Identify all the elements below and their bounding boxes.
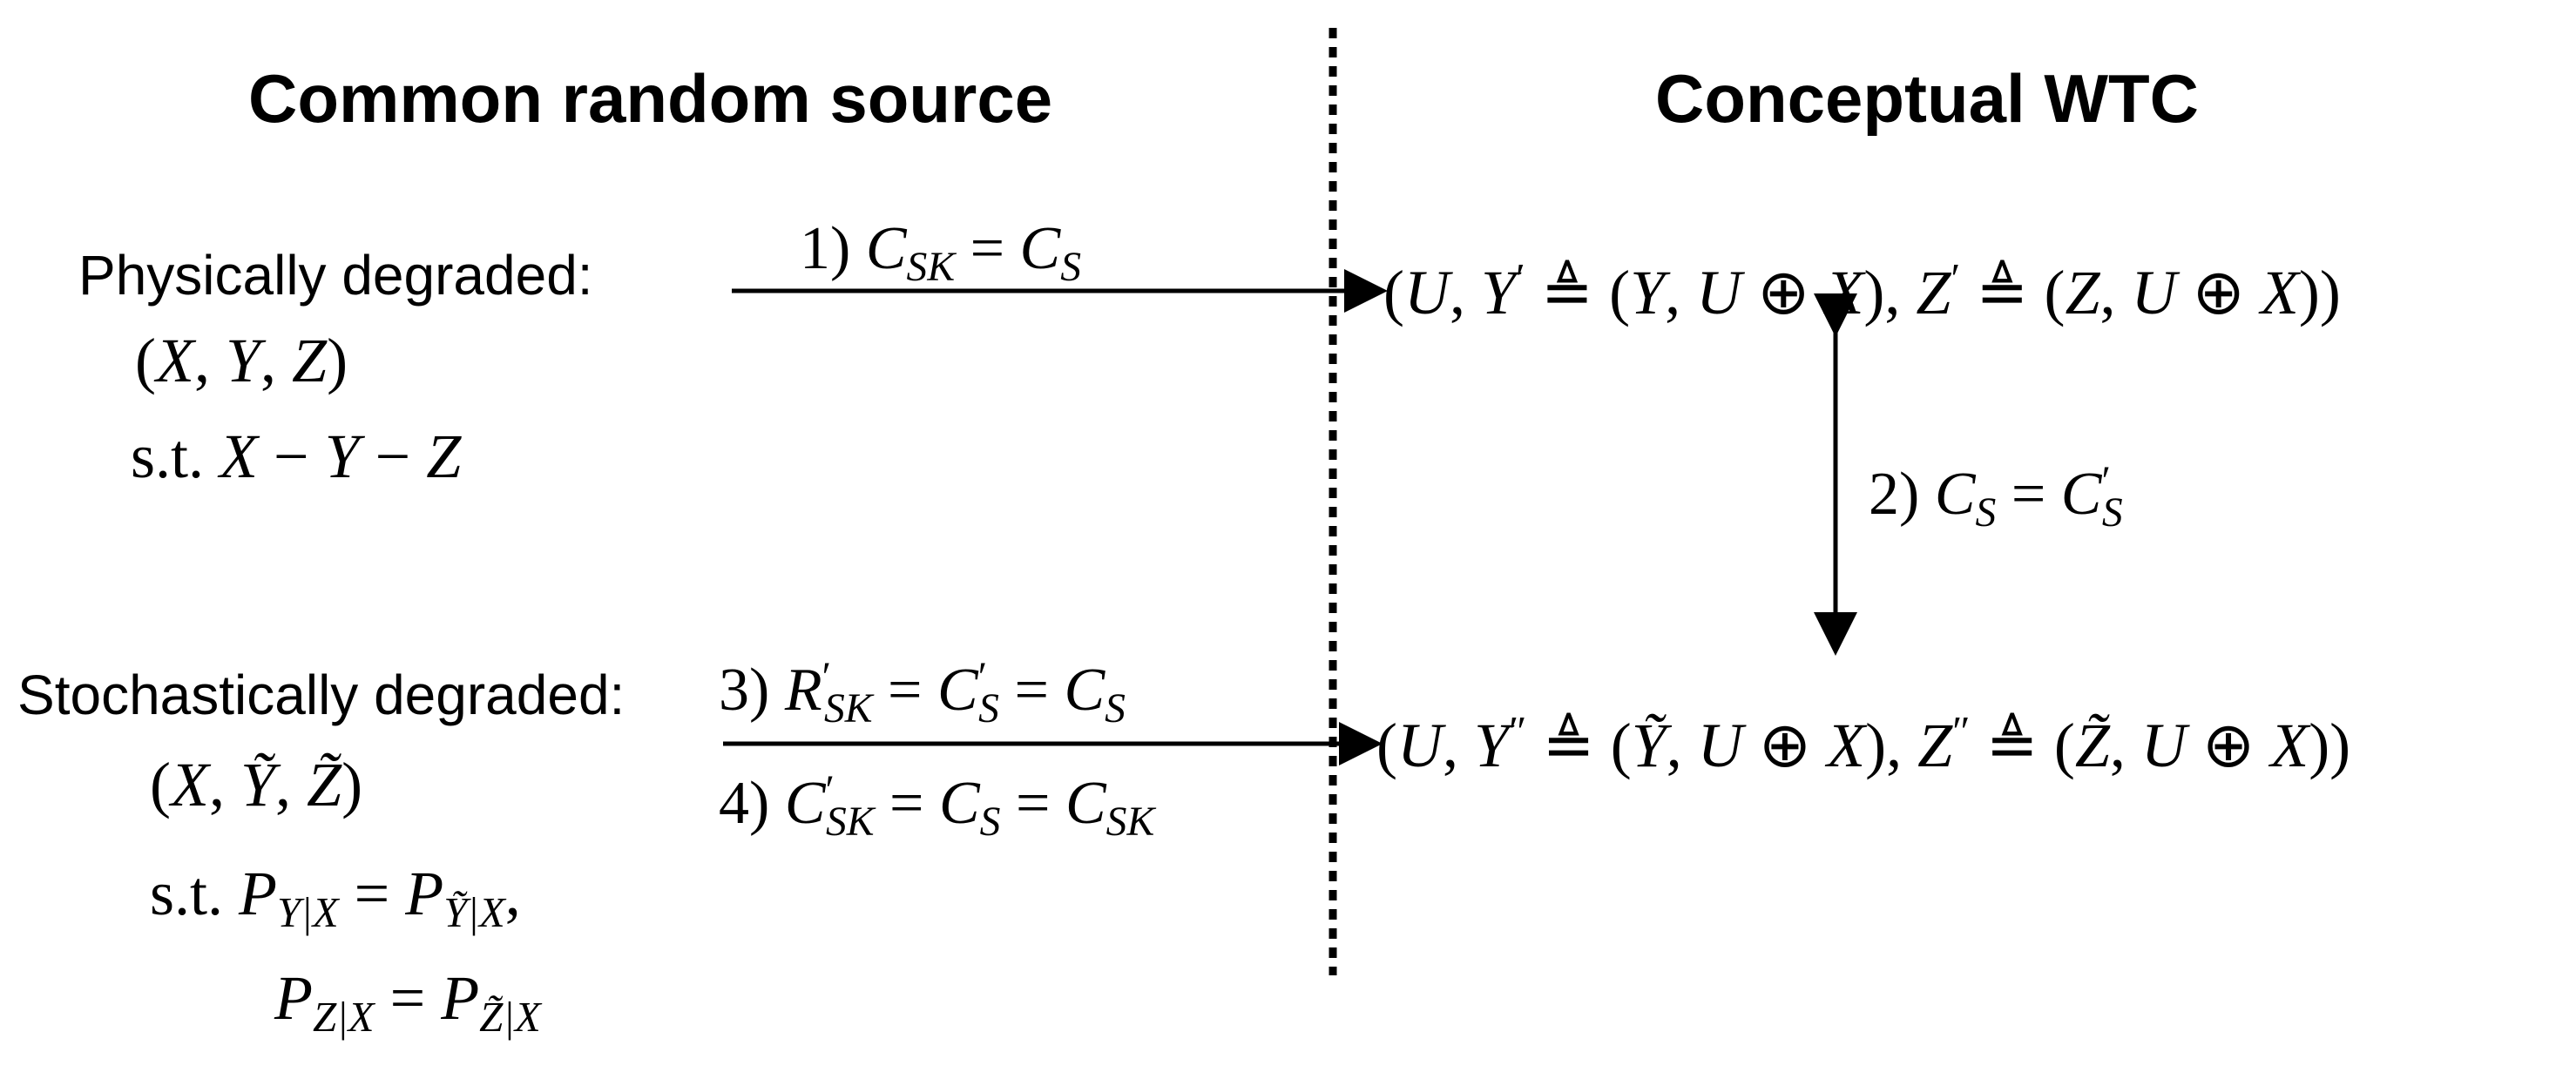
arrow-4-label: 4) C′SK = CS = CSK (719, 768, 1156, 845)
stochastic-constraint-1: s.t. PY|X = PỸ|X, (150, 859, 521, 936)
arrow-3-label: 3) R′SK = C′S = CS (719, 655, 1126, 732)
right-heading: Conceptual WTC (1655, 60, 2199, 137)
stochastically-degraded-label: Stochastically degraded: (17, 664, 625, 726)
bottom-wtc-expression: (U, Y″ ≜ (Ỹ, U ⊕ X), Z″ ≜ (Z̃, U ⊕ X)) (1376, 707, 2350, 780)
top-wtc-expression: (U, Y′ ≜ (Y, U ⊕ X), Z′ ≜ (Z, U ⊕ X)) (1383, 254, 2341, 327)
physical-tuple: (X, Y, Z) (135, 326, 348, 395)
arrow-2-label: 2) CS = C′S (1869, 459, 2123, 536)
arrow-1-label: 1) CSK = CS (800, 215, 1081, 290)
physically-degraded-label: Physically degraded: (78, 244, 593, 307)
left-heading: Common random source (248, 60, 1052, 137)
physical-constraint: s.t. X − Y − Z (131, 421, 462, 491)
stochastic-constraint-2: PZ|X = PZ̃|X (274, 963, 543, 1041)
stochastic-tuple: (X, Ỹ, Z̃) (150, 750, 362, 819)
